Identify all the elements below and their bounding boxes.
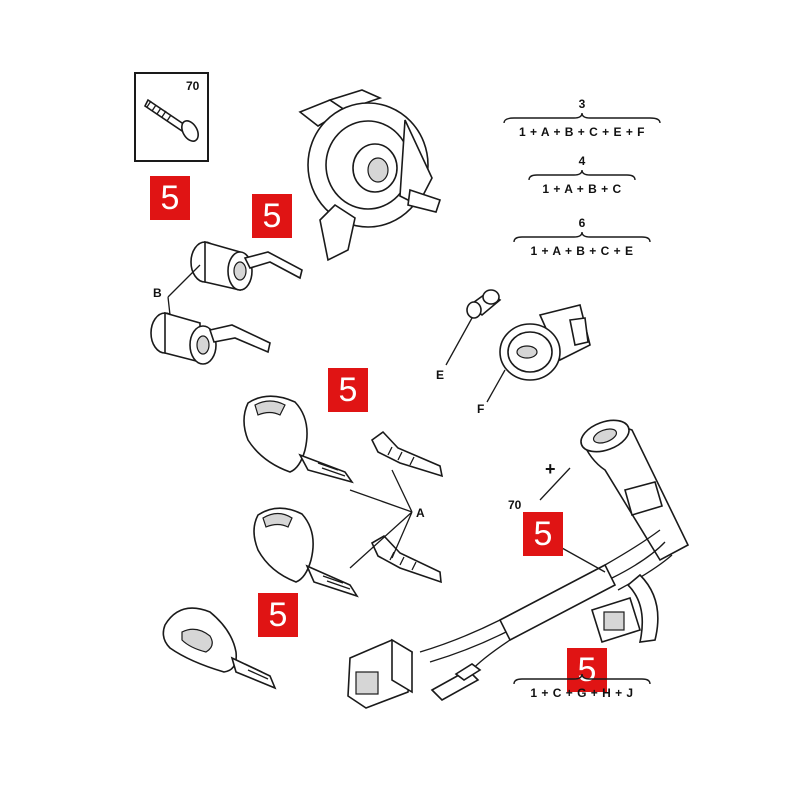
badge-ref-steering-lock: 5 (252, 194, 292, 238)
remote-key-fob (162, 607, 277, 690)
connector-small (430, 663, 482, 701)
formula-kit-4-brace (528, 169, 636, 181)
formula-kit-4: 4 1 + A + B + C (497, 154, 667, 196)
steering-lock-housing (298, 89, 442, 262)
fuel-cap-lock-f (499, 304, 591, 381)
formula-kit-harness-components: 1 + C + G + H + J (530, 686, 634, 700)
lock-barrel-upper (190, 240, 303, 292)
lock-barrel-lower (150, 311, 271, 365)
screw-drawing (143, 98, 199, 142)
badge-ref-remote-key: 5 (258, 593, 298, 637)
formula-kit-6: 6 1 + A + B + C + E (497, 216, 667, 258)
callout-b: B (153, 286, 162, 300)
formula-kit-3-components: 1 + A + B + C + E + F (519, 125, 645, 139)
callout-plus: + (545, 459, 556, 479)
badge-ref-keys: 5 (328, 368, 368, 412)
key-upper (243, 395, 354, 484)
callout-e: E (436, 368, 445, 382)
callout-70: 70 (508, 498, 522, 512)
small-cylinder-e (466, 289, 502, 319)
badge-ref-screw-barrels: 5 (150, 176, 190, 220)
ignition-switch (580, 419, 690, 562)
callout-a: A (416, 506, 425, 520)
formula-kit-3-brace (503, 112, 661, 124)
formula-kit-3-number: 3 (578, 97, 586, 111)
formula-kit-4-number: 4 (578, 154, 586, 168)
formula-kit-6-brace (513, 231, 651, 243)
formula-kit-harness: 1 + C + G + H + J (507, 672, 657, 700)
callout-f: F (477, 402, 485, 416)
connector-side (590, 596, 642, 644)
formula-kit-harness-brace (513, 673, 651, 685)
formula-kit-3: 3 1 + A + B + C + E + F (497, 97, 667, 139)
formula-kit-6-number: 6 (578, 216, 586, 230)
formula-kit-4-components: 1 + A + B + C (542, 182, 622, 196)
screw-ref-label: 70 (186, 79, 200, 93)
screw-detail-box (134, 72, 209, 162)
key-blade-upper (370, 430, 444, 478)
wiring-harness (419, 529, 673, 673)
formula-kit-6-components: 1 + A + B + C + E (530, 244, 634, 258)
key-blade-lower (370, 534, 442, 584)
key-middle (253, 507, 359, 598)
badge-ref-harness: 5 (523, 512, 563, 556)
connector-square (347, 638, 413, 709)
